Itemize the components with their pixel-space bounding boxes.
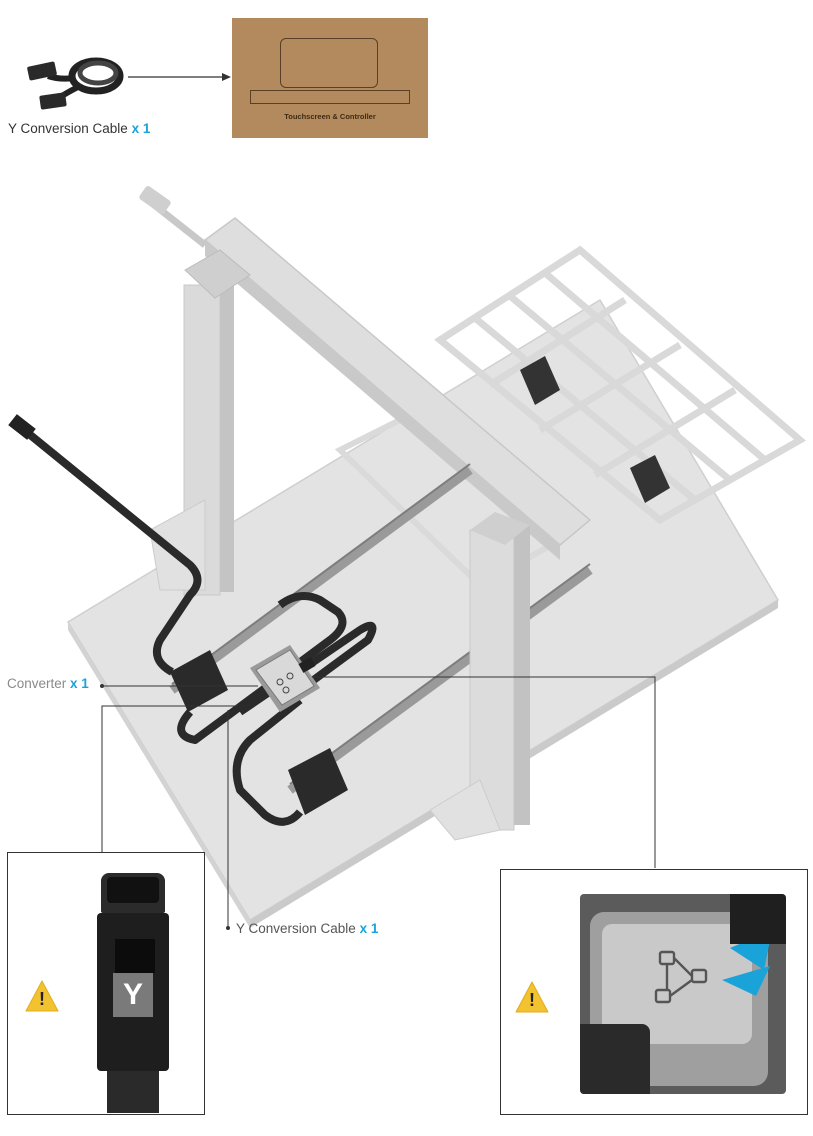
converter-photo	[580, 894, 786, 1094]
warning-icon: !	[24, 979, 60, 1013]
warning-icon: !	[514, 980, 550, 1014]
top-cable-label: Y Conversion Cable x 1	[8, 121, 151, 136]
box-port-strip	[250, 90, 410, 104]
bottom-cable-label: Y Conversion Cable x 1	[236, 921, 379, 936]
connector-photo: Y	[93, 873, 173, 1113]
box-label: Touchscreen & Controller	[284, 112, 376, 121]
grid-frame	[434, 245, 807, 525]
connector-letter: Y	[113, 973, 153, 1017]
connector-detail-box: ! Y	[7, 852, 205, 1115]
network-symbol	[654, 950, 708, 1004]
converter-detail-box: !	[500, 869, 808, 1115]
converter-icon	[250, 645, 320, 712]
controller-box: Touchscreen & Controller	[232, 18, 428, 138]
cable-icon	[27, 57, 124, 110]
box-screen-outline	[280, 38, 378, 88]
converter-label: Converter x 1	[7, 676, 89, 691]
cable-run	[15, 421, 377, 826]
